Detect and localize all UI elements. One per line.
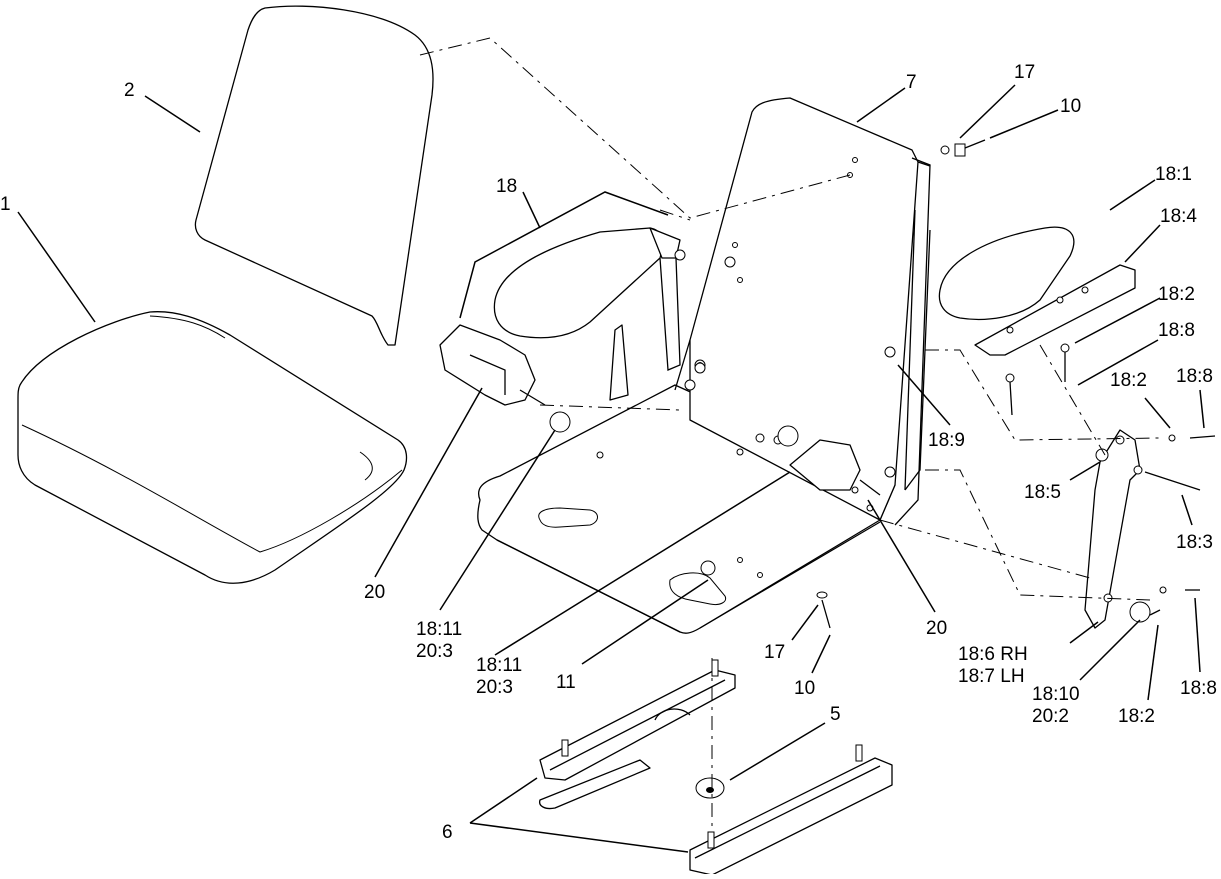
callout-10-top: 10	[1060, 96, 1081, 117]
callout-18-11-a: 18:11	[416, 619, 462, 640]
seat-frame	[477, 97, 931, 634]
callout-18-7: 18:7 LH	[958, 666, 1025, 687]
left-armrest	[493, 227, 736, 374]
callout-20-left: 20	[364, 582, 385, 603]
callout-2: 2	[124, 80, 135, 101]
callout-18-2-a: 18:2	[1158, 284, 1195, 305]
callout-18-2-b: 18:2	[1110, 370, 1147, 391]
callout-20-3-b: 20:3	[476, 677, 513, 698]
callout-5: 5	[830, 704, 841, 725]
callout-1: 1	[0, 194, 11, 215]
callout-7: 7	[906, 72, 917, 93]
callout-20-3-a: 20:3	[416, 641, 453, 662]
callout-17-top: 17	[1014, 62, 1035, 83]
seat-cushion	[17, 311, 408, 584]
callout-18-5: 18:5	[1024, 482, 1061, 503]
callout-10-bottom: 10	[794, 678, 815, 699]
back-cushion	[194, 5, 434, 346]
callout-18-9: 18:9	[928, 430, 965, 451]
slide-rail-right	[689, 744, 893, 876]
right-armrest	[938, 226, 1136, 416]
callout-6: 6	[442, 822, 453, 843]
hardware	[700, 139, 986, 629]
callout-18-8-c: 18:8	[1180, 678, 1217, 699]
seat-belt-right	[777, 425, 881, 496]
callout-18-2-c: 18:2	[1118, 706, 1155, 727]
callout-11: 11	[556, 672, 576, 693]
callout-18-1: 18:1	[1155, 164, 1192, 185]
callout-18-11-b: 18:11	[476, 655, 522, 676]
callout-18-8-a: 18:8	[1158, 320, 1195, 341]
callout-18-4: 18:4	[1160, 206, 1197, 227]
seat-belt-left	[439, 324, 571, 433]
callout-17-bottom: 17	[764, 642, 785, 663]
callout-18: 18	[496, 176, 517, 197]
leader-lines	[17, 84, 1205, 853]
callout-20-right: 20	[926, 618, 947, 639]
callout-18-8-b: 18:8	[1176, 366, 1213, 387]
alignment-lines	[419, 37, 1161, 830]
callout-18-10: 18:10	[1032, 684, 1080, 705]
callout-20-2: 20:2	[1032, 706, 1069, 727]
side-plate	[1084, 429, 1216, 629]
slide-rail-left	[539, 659, 736, 810]
callout-18-3: 18:3	[1176, 532, 1213, 553]
washer	[695, 777, 725, 799]
callout-labels: 1 2 7 17 10 18 18:1 18:4 18:2 18:8 18:2 …	[0, 62, 1217, 843]
callout-18-6: 18:6 RH	[958, 644, 1028, 665]
